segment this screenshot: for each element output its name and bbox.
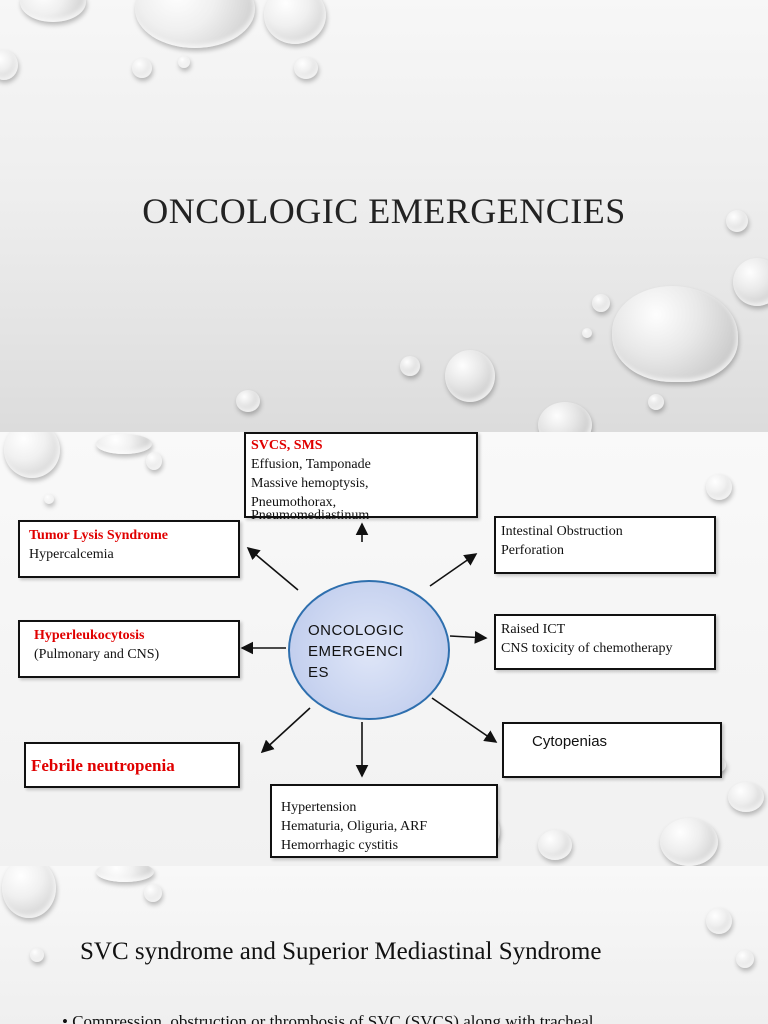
arrow-to-top-right [429,553,478,587]
box-line: Hemorrhagic cystitis [281,838,399,853]
box-line: (Pulmonary and CNS) [34,647,160,662]
box-line: Pneumothorax, [251,495,337,510]
arrow-to-top-left [246,546,299,591]
box-intestinal: Intestinal Obstruction Perforation [494,516,716,574]
box-heading: Tumor Lysis Syndrome [29,528,169,543]
water-drop [30,948,44,962]
center-label: ONCOLOGIC EMERGENCI ES [308,620,438,683]
water-drop [648,394,664,410]
arrow-to-mid-right [449,630,488,644]
slide-title: ONCOLOGIC EMERGENCIES [142,191,626,231]
water-drop [660,818,718,866]
diagram-slide: SVCS, SMS Effusion, Tamponade Massive he… [0,432,768,866]
svc-slide: SVC syndrome and Superior Mediastinal Sy… [0,866,768,1024]
title-slide: ONCOLOGIC EMERGENCIES [0,0,768,432]
box-line: Cytopenias [532,733,608,750]
water-drop [445,350,495,402]
water-drop [236,390,260,412]
box-line: Hematuria, Oliguria, ARF [281,819,428,834]
box-febrile-neutropenia: Febrile neutropenia [24,742,240,788]
water-drop [4,432,60,478]
slide-title: SVC syndrome and Superior Mediastinal Sy… [80,938,602,965]
water-drop [728,782,764,812]
box-svcs: SVCS, SMS Effusion, Tamponade Massive he… [244,432,478,523]
box-tumor-lysis: Tumor Lysis Syndrome Hypercalcemia [18,520,240,578]
box-line: Intestinal Obstruction [501,524,623,539]
water-drop [0,50,18,80]
water-drop [132,58,152,78]
water-drop [96,866,154,882]
water-drop [726,210,748,232]
box-line: Hypercalcemia [29,547,114,562]
box-cytopenias: Cytopenias [502,722,722,778]
box-line: Effusion, Tamponade [251,457,371,472]
box-heading: Hyperleukocytosis [34,628,145,643]
water-drop [178,56,190,68]
water-drop [135,0,255,48]
box-raised-ict: Raised ICT CNS toxicity of chemotherapy [494,614,716,670]
center-line: ONCOLOGIC [308,622,405,639]
box-line: Raised ICT [501,622,566,637]
box-line: Hypertension [281,800,357,815]
water-drop [264,0,326,44]
box-heading: Febrile neutropenia [31,756,175,775]
box-line: Perforation [501,543,564,558]
water-drop [20,0,86,22]
water-drop [538,402,592,432]
box-line: Pneumomediastinum [251,508,370,523]
water-drop [294,57,318,79]
water-drop [736,950,754,968]
water-drop [706,474,732,500]
center-line: ES [308,664,330,681]
box-hyperleukocytosis: Hyperleukocytosis (Pulmonary and CNS) [18,620,240,678]
arrow-to-bottom-left [260,707,311,754]
water-drop [733,258,768,306]
water-drop [612,286,738,382]
center-ellipse [288,580,450,720]
box-line: CNS toxicity of chemotherapy [501,641,673,656]
water-drop [144,884,162,902]
water-drop [538,830,572,860]
arrow-to-bottom-right [431,697,498,743]
center-line: EMERGENCI [308,643,404,660]
water-drop [2,866,56,918]
water-drop [706,908,732,934]
water-drop [44,494,54,504]
box-renal: Hypertension Hematuria, Oliguria, ARF He… [270,784,498,858]
water-drop [582,328,592,338]
water-drop [146,452,162,470]
arrow-connectors [240,522,498,778]
bullet-text: • Compression, obstruction or thrombosis… [62,1012,594,1024]
box-line: Massive hemoptysis, [251,476,369,491]
water-drop [400,356,420,376]
water-drop [592,294,610,312]
water-drop [96,434,152,454]
box-heading: SVCS, SMS [251,438,323,453]
